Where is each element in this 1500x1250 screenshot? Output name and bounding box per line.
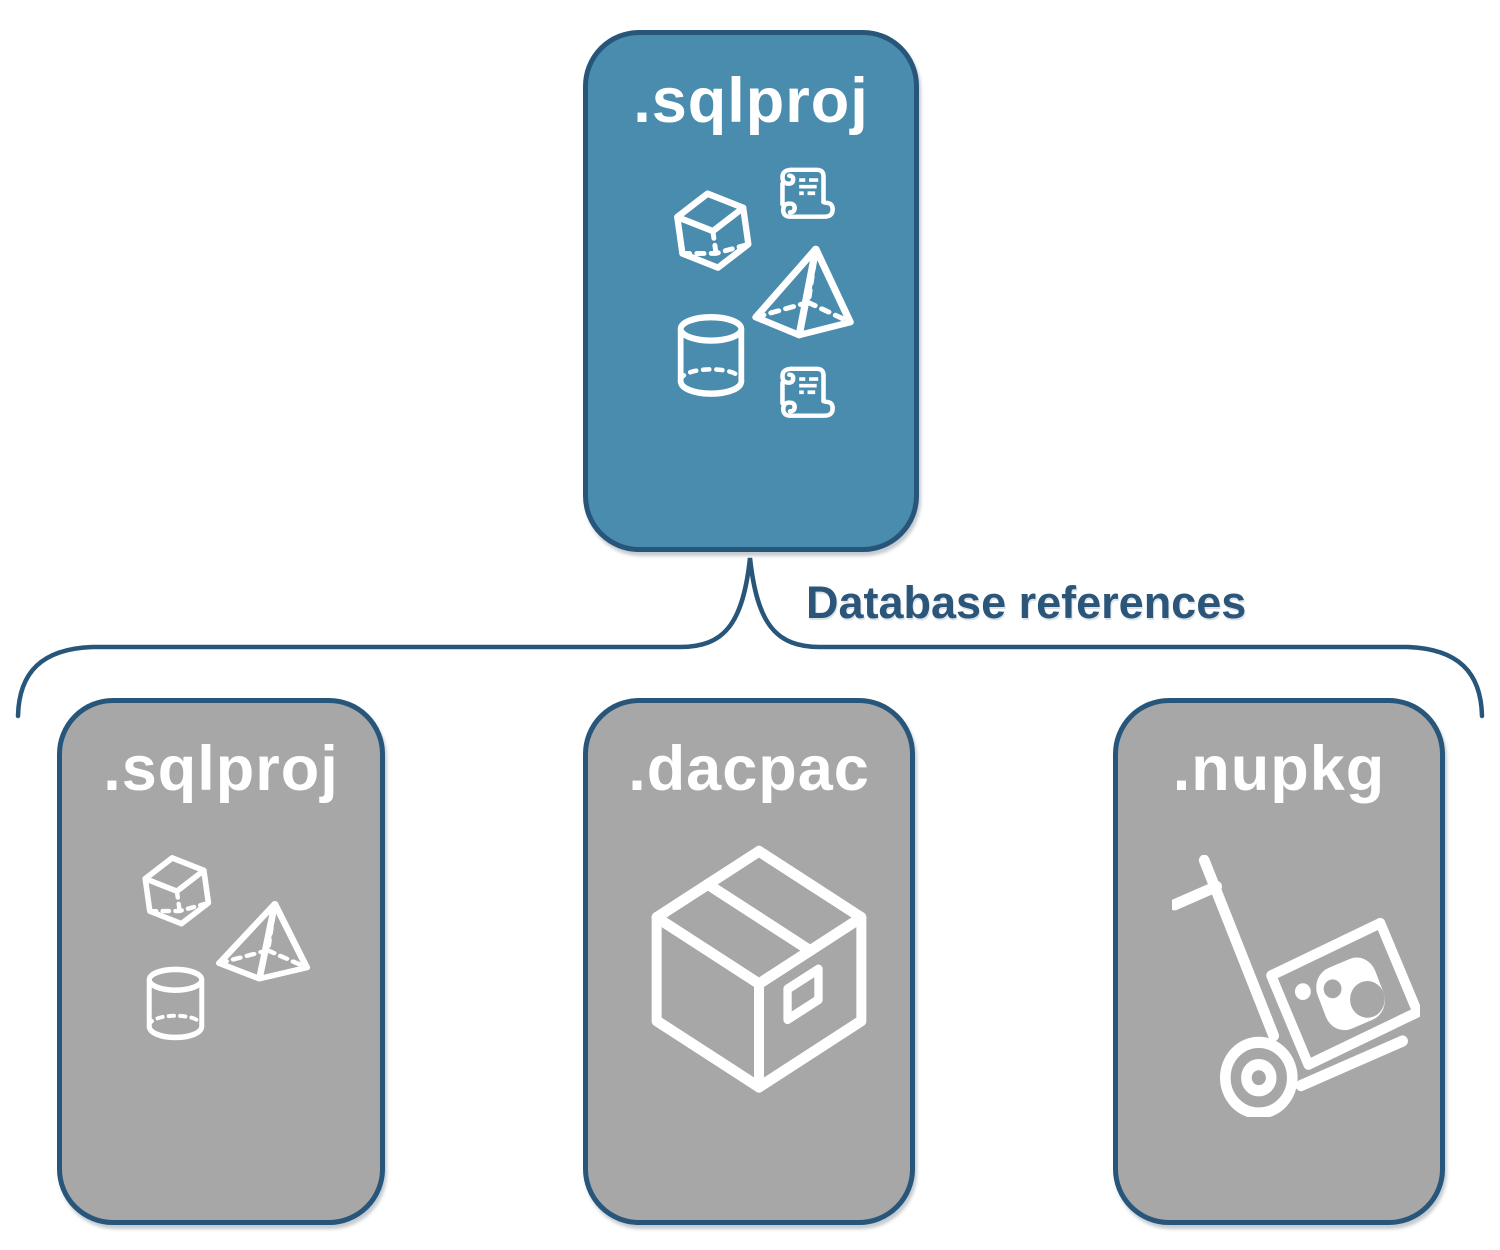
cylinder-icon: [140, 963, 211, 1043]
root-node-sqlproj: .sqlproj: [583, 30, 919, 552]
child-node-sqlproj: .sqlproj: [57, 698, 385, 1225]
cylinder-icon: [670, 310, 752, 400]
child-node-nupkg: .nupkg: [1113, 698, 1445, 1225]
child-node-title: .sqlproj: [103, 734, 339, 804]
child-node-title: .nupkg: [1172, 734, 1386, 804]
nuget-hand-truck-icon: [1172, 855, 1420, 1117]
cube-icon: [132, 847, 222, 937]
package-icon: [640, 838, 878, 1103]
child-node-dacpac: .dacpac: [583, 698, 915, 1225]
child-node-title: .dacpac: [628, 734, 870, 804]
pyramid-icon: [747, 241, 858, 340]
scroll-icon: [765, 161, 841, 227]
brace-connector: [15, 557, 1485, 719]
pyramid-icon: [211, 897, 314, 983]
root-node-title: .sqlproj: [633, 66, 869, 136]
scroll-icon: [765, 360, 841, 426]
edge-label-database-references: Database references: [806, 577, 1247, 628]
